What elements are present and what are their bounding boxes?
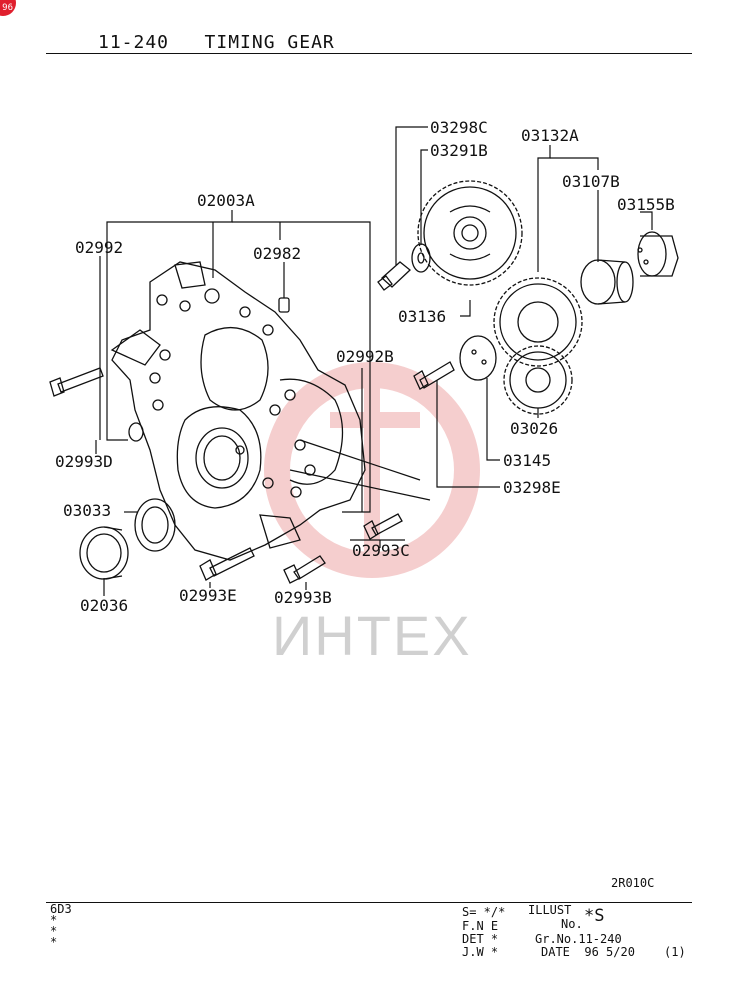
label-03136: 03136 (398, 307, 446, 326)
oil-seal-03033 (134, 498, 176, 552)
bolt-02993e (199, 547, 255, 581)
shaft-03155b (637, 231, 679, 277)
illust-no-label: No. (561, 917, 583, 931)
group-number: Gr.No.11-240 (535, 932, 622, 946)
washer-03291b (411, 243, 431, 273)
bolt-02993c (363, 513, 403, 540)
sleeve-02036 (79, 526, 129, 580)
label-03033: 03033 (63, 501, 111, 520)
model-line: * (50, 924, 58, 938)
thrust-plate-03145 (459, 335, 497, 381)
illust-label: ILLUST (528, 903, 572, 917)
bolt-03298c (377, 261, 411, 291)
footer-rule (46, 902, 692, 903)
idler-gear-03136 (417, 180, 523, 286)
bushing-03107b (580, 259, 634, 305)
label-02036: 02036 (80, 596, 128, 615)
bolt-02993d (49, 367, 104, 397)
illust-mark: *S (584, 906, 605, 926)
label-03145: 03145 (503, 451, 551, 470)
page-title: 11-240 TIMING GEAR (98, 32, 335, 53)
corner-badge: 96 (0, 0, 16, 16)
model-line: 6D3 (50, 902, 72, 916)
gear-03132a (493, 277, 583, 367)
label-03298e: 03298E (503, 478, 561, 497)
label-03107b: 03107B (562, 172, 620, 191)
det-line: DET * (462, 932, 499, 946)
label-02982: 02982 (253, 244, 301, 263)
fne-line: F.N E (462, 919, 499, 933)
label-02993d: 02993D (55, 452, 113, 471)
date-line: DATE 96 5/20 (541, 945, 635, 959)
title-rule (46, 53, 692, 54)
watermark-text: ИНТЕХ (272, 604, 472, 667)
label-03298c: 03298C (430, 118, 488, 137)
model-line: * (50, 935, 58, 949)
label-03291b: 03291B (430, 141, 488, 160)
model-line: * (50, 913, 58, 927)
leader-lines (95, 126, 653, 596)
label-02993b: 02993B (274, 588, 332, 607)
pin-02982 (278, 297, 290, 313)
label-02992b: 02992B (336, 347, 394, 366)
bolt-02993b (283, 555, 326, 584)
page-number: (1) (664, 945, 686, 959)
jw-line: J.W * (462, 945, 499, 959)
label-02993c: 02993C (352, 541, 410, 560)
bolt-03298e (413, 361, 455, 390)
label-02992: 02992 (75, 238, 123, 257)
label-03026: 03026 (510, 419, 558, 438)
seal-02992 (128, 422, 144, 442)
watermark-gear-icon (264, 362, 480, 578)
s-line: S= */* (462, 905, 506, 919)
label-03132a: 03132A (521, 126, 579, 145)
label-03155b: 03155B (617, 195, 675, 214)
model-block: 6D3 * * * (50, 902, 72, 949)
badge-text: 96 (2, 3, 13, 13)
label-02003a: 02003A (197, 191, 255, 210)
label-02993e: 02993E (179, 586, 237, 605)
timing-gear-case (110, 261, 366, 561)
gear-03026 (503, 345, 573, 415)
illustration-reference: 2R010C (611, 876, 655, 890)
